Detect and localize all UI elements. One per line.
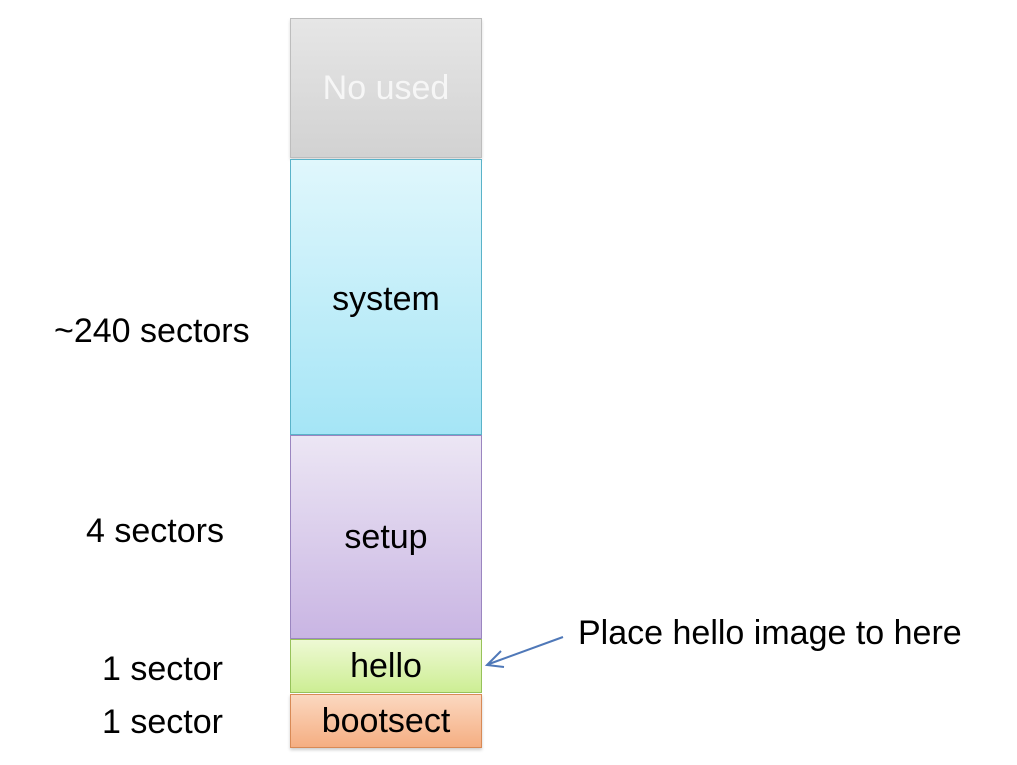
setup-size-label: 4 sectors (86, 512, 224, 550)
setup-block: setup (290, 435, 482, 639)
system-size-label: ~240 sectors (54, 312, 250, 350)
bootsect-size-label: 1 sector (102, 703, 223, 741)
system-block: system (290, 159, 482, 435)
hello-size-label: 1 sector (102, 650, 223, 688)
arrow-head (484, 650, 505, 668)
hello-block: hello (290, 639, 482, 693)
unused-block: No used (290, 18, 482, 158)
hello-block-label: hello (350, 646, 422, 685)
bootsect-block-label: bootsect (321, 701, 451, 740)
arrow-line (488, 636, 564, 665)
bootsect-block: bootsect (290, 694, 482, 748)
unused-block-label: No used (322, 68, 450, 107)
system-block-label: system (332, 280, 440, 318)
annotation-text: Place hello image to here (578, 614, 962, 652)
setup-block-label: setup (344, 517, 428, 556)
